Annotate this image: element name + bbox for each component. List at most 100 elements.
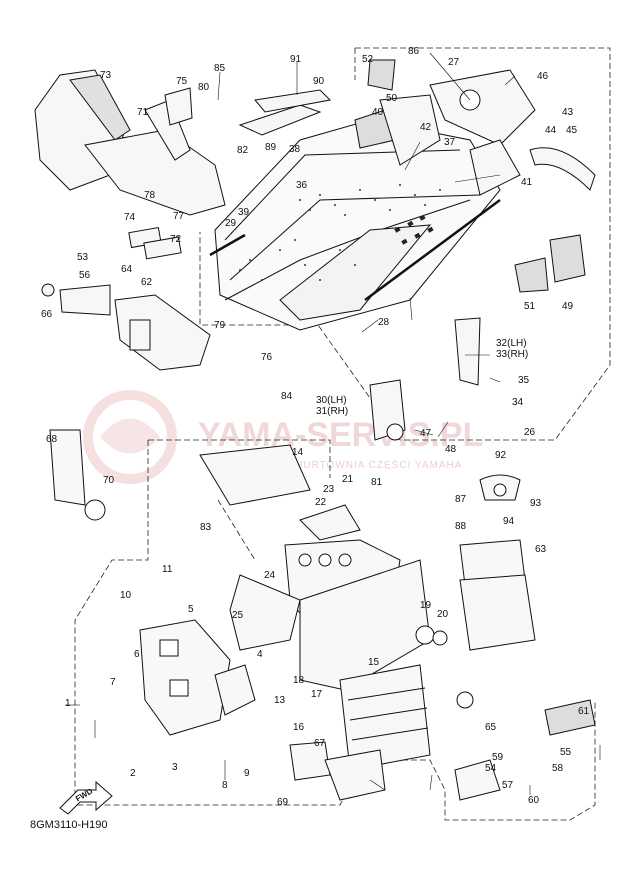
callout-16: 16 bbox=[293, 722, 305, 733]
callout-71: 71 bbox=[137, 107, 149, 118]
callout-31-rh: 31(RH) bbox=[316, 406, 348, 417]
callout-91: 91 bbox=[290, 54, 302, 65]
callout-49: 49 bbox=[562, 301, 574, 312]
callout-59: 59 bbox=[492, 752, 504, 763]
group-outlines bbox=[74, 47, 611, 821]
callout-18: 18 bbox=[293, 675, 305, 686]
callout-94: 94 bbox=[503, 516, 515, 527]
callout-65: 65 bbox=[485, 722, 497, 733]
callout-76: 76 bbox=[261, 352, 273, 363]
callout-60: 60 bbox=[528, 795, 540, 806]
callout-42: 42 bbox=[420, 122, 432, 133]
callout-10: 10 bbox=[120, 590, 132, 601]
callout-6: 6 bbox=[134, 649, 140, 660]
callout-93: 93 bbox=[530, 498, 542, 509]
callout-83: 83 bbox=[200, 522, 212, 533]
callout-51: 51 bbox=[524, 301, 536, 312]
callout-4: 4 bbox=[257, 649, 263, 660]
callout-34: 34 bbox=[512, 397, 524, 408]
callout-48: 48 bbox=[445, 444, 457, 455]
callout-63: 63 bbox=[535, 544, 547, 555]
callout-89: 89 bbox=[265, 142, 277, 153]
watermark: YAMA-SERVIS.PL NAJWIĘKSZA HURTOWNIA CZĘŚ… bbox=[83, 390, 483, 484]
callout-64: 64 bbox=[121, 264, 133, 275]
callout-28: 28 bbox=[378, 317, 390, 328]
watermark-brand: YAMA-SERVIS.PL bbox=[198, 416, 483, 454]
callout-36: 36 bbox=[296, 180, 308, 191]
callout-17: 17 bbox=[311, 689, 323, 700]
callout-55: 55 bbox=[560, 747, 572, 758]
callout-75: 75 bbox=[176, 76, 188, 87]
callout-1: 1 bbox=[65, 698, 71, 709]
callout-57: 57 bbox=[502, 780, 514, 791]
callout-52: 52 bbox=[362, 54, 374, 65]
callout-24: 24 bbox=[264, 570, 276, 581]
callout-50: 50 bbox=[386, 93, 398, 104]
callout-81: 81 bbox=[371, 477, 383, 488]
callout-69: 69 bbox=[277, 797, 289, 808]
leader-lines bbox=[65, 52, 601, 795]
callout-58: 58 bbox=[552, 763, 564, 774]
callout-74: 74 bbox=[124, 212, 136, 223]
callout-68: 68 bbox=[46, 434, 58, 445]
callout-56: 56 bbox=[79, 270, 91, 281]
callout-5: 5 bbox=[188, 604, 194, 615]
callout-82: 82 bbox=[237, 145, 249, 156]
callout-54: 54 bbox=[485, 763, 497, 774]
callout-13: 13 bbox=[274, 695, 286, 706]
callout-73: 73 bbox=[100, 70, 112, 81]
callout-21: 21 bbox=[342, 474, 354, 485]
callout-87: 87 bbox=[455, 494, 467, 505]
callout-22: 22 bbox=[315, 497, 327, 508]
callout-41: 41 bbox=[521, 177, 533, 188]
callout-84: 84 bbox=[281, 391, 293, 402]
callout-44: 44 bbox=[545, 125, 557, 136]
callout-62: 62 bbox=[141, 277, 153, 288]
callout-61: 61 bbox=[578, 706, 590, 717]
callout-32-lh: 32(LH) bbox=[496, 338, 527, 349]
callout-86: 86 bbox=[408, 46, 420, 57]
callout-30-lh: 30(LH) bbox=[316, 395, 347, 406]
front-parts bbox=[34, 69, 226, 371]
callout-15: 15 bbox=[368, 657, 380, 668]
diagram-code: 8GM3110-H190 bbox=[30, 819, 107, 831]
callout-77: 77 bbox=[173, 211, 185, 222]
callout-80: 80 bbox=[198, 82, 210, 93]
callout-25: 25 bbox=[232, 610, 244, 621]
callout-85: 85 bbox=[214, 63, 226, 74]
callout-53: 53 bbox=[77, 252, 89, 263]
callout-38: 38 bbox=[289, 144, 301, 155]
callout-43: 43 bbox=[562, 107, 574, 118]
callout-45: 45 bbox=[566, 125, 578, 136]
callout-9: 9 bbox=[244, 768, 250, 779]
right-upper-parts bbox=[354, 59, 596, 441]
callout-92: 92 bbox=[495, 450, 507, 461]
callout-2: 2 bbox=[130, 768, 136, 779]
callout-27: 27 bbox=[448, 57, 460, 68]
callout-79: 79 bbox=[214, 320, 226, 331]
callout-37: 37 bbox=[444, 137, 456, 148]
callout-47: 47 bbox=[420, 428, 432, 439]
callout-46: 46 bbox=[537, 71, 549, 82]
callout-19: 19 bbox=[420, 600, 432, 611]
callout-33-rh: 33(RH) bbox=[496, 349, 528, 360]
callout-8: 8 bbox=[222, 780, 228, 791]
callout-66: 66 bbox=[41, 309, 53, 320]
callout-labels: 1 2 3 4 5 6 7 8 9 10 11 13 14 15 16 17 1… bbox=[41, 46, 590, 808]
callout-72: 72 bbox=[170, 234, 182, 245]
callout-26: 26 bbox=[524, 427, 536, 438]
callout-7: 7 bbox=[110, 677, 116, 688]
callout-70: 70 bbox=[103, 475, 115, 486]
callout-3: 3 bbox=[172, 762, 178, 773]
chassis-holes bbox=[239, 184, 441, 281]
callout-88: 88 bbox=[455, 521, 467, 532]
callout-39: 39 bbox=[238, 207, 250, 218]
callout-23: 23 bbox=[323, 484, 335, 495]
upper-chassis bbox=[209, 89, 501, 331]
callout-90: 90 bbox=[313, 76, 325, 87]
callout-67: 67 bbox=[314, 738, 326, 749]
lower-frame bbox=[49, 429, 596, 801]
callout-35: 35 bbox=[518, 375, 530, 386]
callout-11: 11 bbox=[162, 564, 173, 575]
